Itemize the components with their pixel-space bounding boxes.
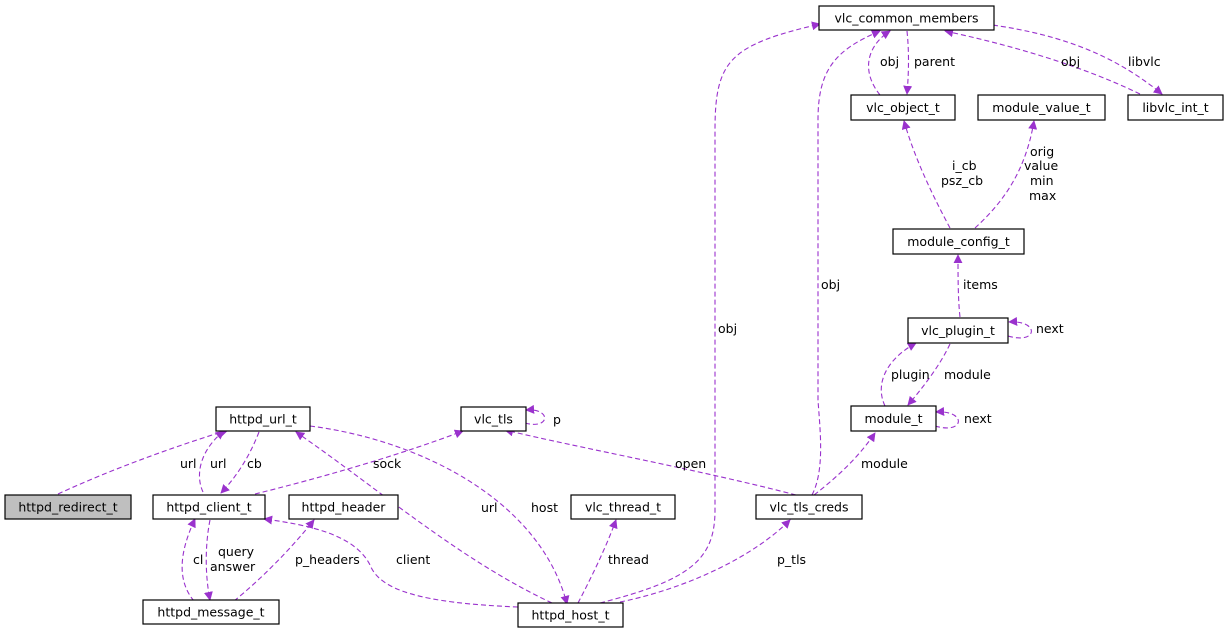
edge-label: obj	[1061, 54, 1080, 69]
node-vlc-thread-t[interactable]: vlc_thread_t	[570, 494, 676, 520]
edge-label: parent	[914, 54, 955, 69]
edge-label: open	[675, 456, 706, 471]
svg-text:module_t: module_t	[865, 411, 923, 426]
svg-text:vlc_tls_creds: vlc_tls_creds	[769, 500, 848, 515]
edge-creds-module	[813, 432, 876, 496]
edge-label: libvlc	[1128, 54, 1161, 69]
edge-label: client	[396, 552, 430, 567]
edge-label: cl	[193, 552, 203, 567]
svg-text:httpd_client_t: httpd_client_t	[166, 500, 251, 515]
edge-label: next	[964, 411, 992, 426]
edge-label: plugin	[891, 367, 930, 382]
edge-label: p	[553, 412, 561, 427]
edge-client-sock	[254, 429, 464, 495]
edge-label: value	[1024, 158, 1058, 173]
edge-label: module	[861, 456, 908, 471]
svg-text:httpd_header: httpd_header	[302, 500, 387, 515]
edge-module-next	[934, 406, 959, 429]
edge-creds-tls	[504, 427, 797, 496]
edge-common-libvlc	[984, 23, 1163, 95]
edge-client-message	[204, 519, 213, 601]
edge-message-client	[181, 518, 196, 602]
svg-text:vlc_common_members: vlc_common_members	[834, 11, 978, 26]
edge-label: next	[1036, 321, 1064, 336]
svg-text:module_config_t: module_config_t	[907, 234, 1010, 249]
svg-text:libvlc_int_t: libvlc_int_t	[1142, 100, 1208, 115]
edge-label: psz_cb	[941, 173, 983, 188]
svg-text:vlc_thread_t: vlc_thread_t	[585, 500, 661, 515]
edge-label: answer	[210, 559, 256, 574]
node-libvlc-int-t[interactable]: libvlc_int_t	[1127, 94, 1224, 121]
edge-libvlc-common	[944, 28, 1141, 95]
edge-host-common	[599, 21, 821, 604]
edge-label: min	[1030, 173, 1054, 188]
edge-label: obj	[718, 321, 737, 336]
svg-text:httpd_message_t: httpd_message_t	[157, 605, 264, 620]
node-httpd-message-t[interactable]: httpd_message_t	[142, 599, 280, 625]
node-vlc-object-t[interactable]: vlc_object_t	[850, 94, 956, 121]
edge-redirect-url	[57, 428, 229, 495]
edge-tls-p	[524, 404, 546, 425]
svg-text:vlc_plugin_t: vlc_plugin_t	[921, 323, 995, 338]
edge-label: host	[531, 500, 558, 515]
node-module-t[interactable]: module_t	[850, 405, 937, 432]
node-module-value-t[interactable]: module_value_t	[977, 94, 1106, 121]
edge-host-creds	[619, 519, 791, 603]
edge-label: url	[210, 456, 227, 471]
edge-label: url	[481, 500, 498, 515]
edge-plugin-module	[907, 343, 951, 406]
edge-object-common	[867, 30, 891, 96]
edge-url-host	[309, 425, 570, 605]
edge-label: obj	[880, 54, 899, 69]
edge-host-url	[295, 431, 553, 604]
edge-label: items	[963, 277, 998, 292]
svg-text:module_value_t: module_value_t	[992, 100, 1090, 115]
edge-config-value	[974, 120, 1038, 229]
edge-label: module	[944, 367, 991, 382]
edge-plugin-config	[953, 254, 963, 318]
node-vlc-plugin-t[interactable]: vlc_plugin_t	[907, 317, 1009, 344]
node-module-config-t[interactable]: module_config_t	[892, 228, 1025, 255]
edge-message-header	[233, 519, 315, 602]
edge-label: orig	[1030, 144, 1054, 159]
edge-common-object	[903, 30, 913, 95]
edge-label: query	[218, 544, 255, 559]
node-httpd-client-t[interactable]: httpd_client_t	[152, 494, 266, 520]
edge-label: i_cb	[952, 158, 977, 173]
edge-config-object	[901, 120, 951, 229]
edge-label: p_headers	[295, 552, 360, 567]
edge-label: max	[1029, 188, 1056, 203]
edge-host-client	[263, 515, 519, 608]
node-httpd-header[interactable]: httpd_header	[288, 494, 399, 520]
edge-label: sock	[373, 456, 402, 471]
edge-label: cb	[247, 456, 262, 471]
edge-plugin-next	[1007, 316, 1032, 339]
svg-text:vlc_tls: vlc_tls	[474, 412, 513, 427]
svg-text:httpd_url_t: httpd_url_t	[229, 412, 297, 427]
node-httpd-url-t[interactable]: httpd_url_t	[215, 406, 311, 432]
node-httpd-host-t[interactable]: httpd_host_t	[517, 602, 624, 628]
edge-label: obj	[821, 277, 840, 292]
svg-text:httpd_redirect_t: httpd_redirect_t	[18, 500, 117, 515]
edge-url-cb	[220, 431, 260, 494]
edge-creds-common	[811, 30, 881, 496]
edge-label: url	[180, 456, 197, 471]
node-httpd-redirect-t[interactable]: httpd_redirect_t	[4, 494, 132, 520]
edge-label: thread	[608, 552, 649, 567]
svg-text:vlc_object_t: vlc_object_t	[866, 100, 940, 115]
node-vlc-common-members[interactable]: vlc_common_members	[818, 5, 995, 31]
edge-label: p_tls	[777, 552, 806, 567]
edge-host-thread	[577, 519, 618, 604]
node-vlc-tls[interactable]: vlc_tls	[460, 406, 527, 432]
edge-module-plugin	[880, 342, 917, 407]
svg-text:httpd_host_t: httpd_host_t	[532, 608, 610, 623]
node-vlc-tls-creds[interactable]: vlc_tls_creds	[755, 494, 863, 520]
